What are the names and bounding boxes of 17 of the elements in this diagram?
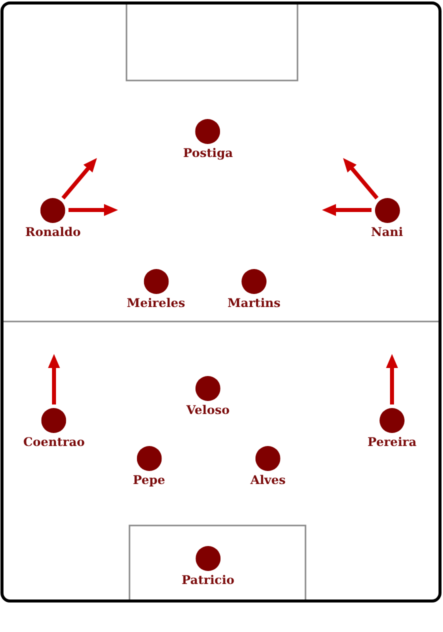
player-name: Veloso: [186, 402, 230, 416]
player-name: Alves: [250, 472, 286, 486]
player-name: Patricio: [182, 572, 234, 586]
player-name: Coentrao: [23, 434, 85, 448]
movement-arrow: [61, 158, 97, 200]
player-name: Nani: [370, 224, 404, 238]
movement-arrow: [68, 204, 118, 216]
movement-arrow: [322, 204, 372, 216]
player-name: Ronaldo: [25, 224, 81, 238]
movement-arrow: [48, 354, 60, 404]
movement-arrow: [386, 354, 398, 404]
player-name: Pepe: [132, 472, 166, 486]
player-name: Postiga: [183, 146, 233, 160]
player-name: Meireles: [126, 296, 186, 310]
movement-arrow: [343, 158, 379, 200]
player-name: Pereira: [368, 434, 416, 448]
player-name: Martins: [228, 296, 280, 310]
